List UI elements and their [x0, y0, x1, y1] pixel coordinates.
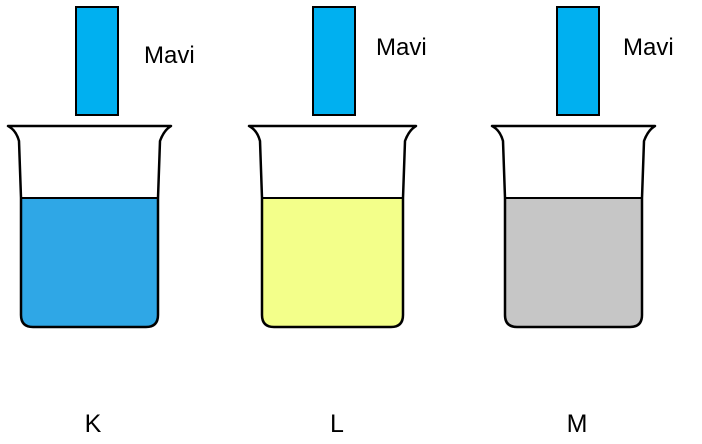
- beaker-l-litmus-paper: [312, 6, 356, 116]
- beaker-k-label: K: [85, 410, 102, 438]
- beaker-m-paper-label: Mavi: [623, 34, 674, 61]
- beaker-k-liquid: [21, 198, 158, 327]
- beaker-m-liquid: [505, 198, 642, 327]
- beaker-k-paper-label: Mavi: [144, 42, 195, 69]
- beaker-l-paper-label: Mavi: [376, 34, 427, 61]
- beaker-k-group: Mavi K: [6, 6, 195, 438]
- beaker-l-group: Mavi L: [247, 6, 427, 438]
- beaker-m-glass-outline: [490, 124, 657, 329]
- beaker-m-group: Mavi M: [490, 6, 674, 438]
- beaker-k-litmus-paper: [75, 6, 119, 116]
- beaker-l-label: L: [330, 410, 344, 438]
- beaker-l-liquid: [262, 198, 403, 327]
- beaker-k-glass-outline: [6, 124, 173, 329]
- beaker-m-label: M: [567, 410, 588, 438]
- beaker-l-glass-outline: [247, 124, 418, 329]
- beaker-m-litmus-paper: [556, 6, 600, 116]
